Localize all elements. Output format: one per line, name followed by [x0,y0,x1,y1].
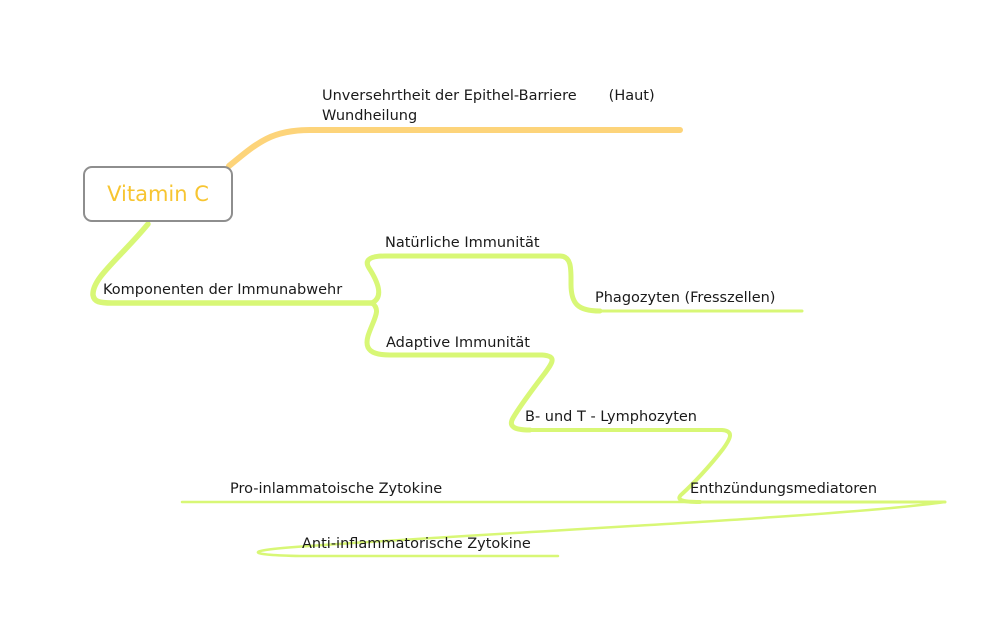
connector-adaptive-to-lymphocytes [528,428,732,504]
connector-immune-components-to-adaptive [364,300,555,433]
node-lymphocytes[interactable]: B- und T - Lymphozyten [525,409,697,425]
node-epithelial-barrier[interactable]: Unversehrtheit der Epithel-Barriere (Haut… [322,86,655,126]
node-wound-healing-text: Wundheilung [322,108,418,124]
node-phagocytes[interactable]: Phagozyten (Fresszellen) [595,290,776,306]
node-barrier-note: (Haut) [608,88,655,104]
node-barrier-text: Unversehrtheit der Epithel-Barriere [322,88,577,104]
node-barrier-line-1: Unversehrtheit der Epithel-Barriere (Haut… [322,86,655,106]
connector-vitamin-c-to-immune-components [90,221,376,306]
root-node-vitamin-c[interactable]: Vitamin C [83,166,233,222]
connector-vitamin-c-to-barrier [226,127,683,169]
node-immune-components[interactable]: Komponenten der Immunabwehr [103,282,343,298]
node-inflammation-mediators[interactable]: Enthzündungsmediatoren [690,481,878,497]
node-adaptive-immunity[interactable]: Adaptive Immunität [386,335,530,351]
node-innate-immunity[interactable]: Natürliche Immunität [385,235,540,251]
node-anti-inflammatory-cytokines[interactable]: Anti-inflammatorische Zytokine [302,536,531,552]
root-node-label: Vitamin C [107,182,209,206]
node-pro-inflammatory-cytokines[interactable]: Pro-inlammatoische Zytokine [230,481,443,497]
connector-mediators-to-anti-inflammatory [256,500,947,558]
connector-immune-components-to-innate [364,253,603,314]
